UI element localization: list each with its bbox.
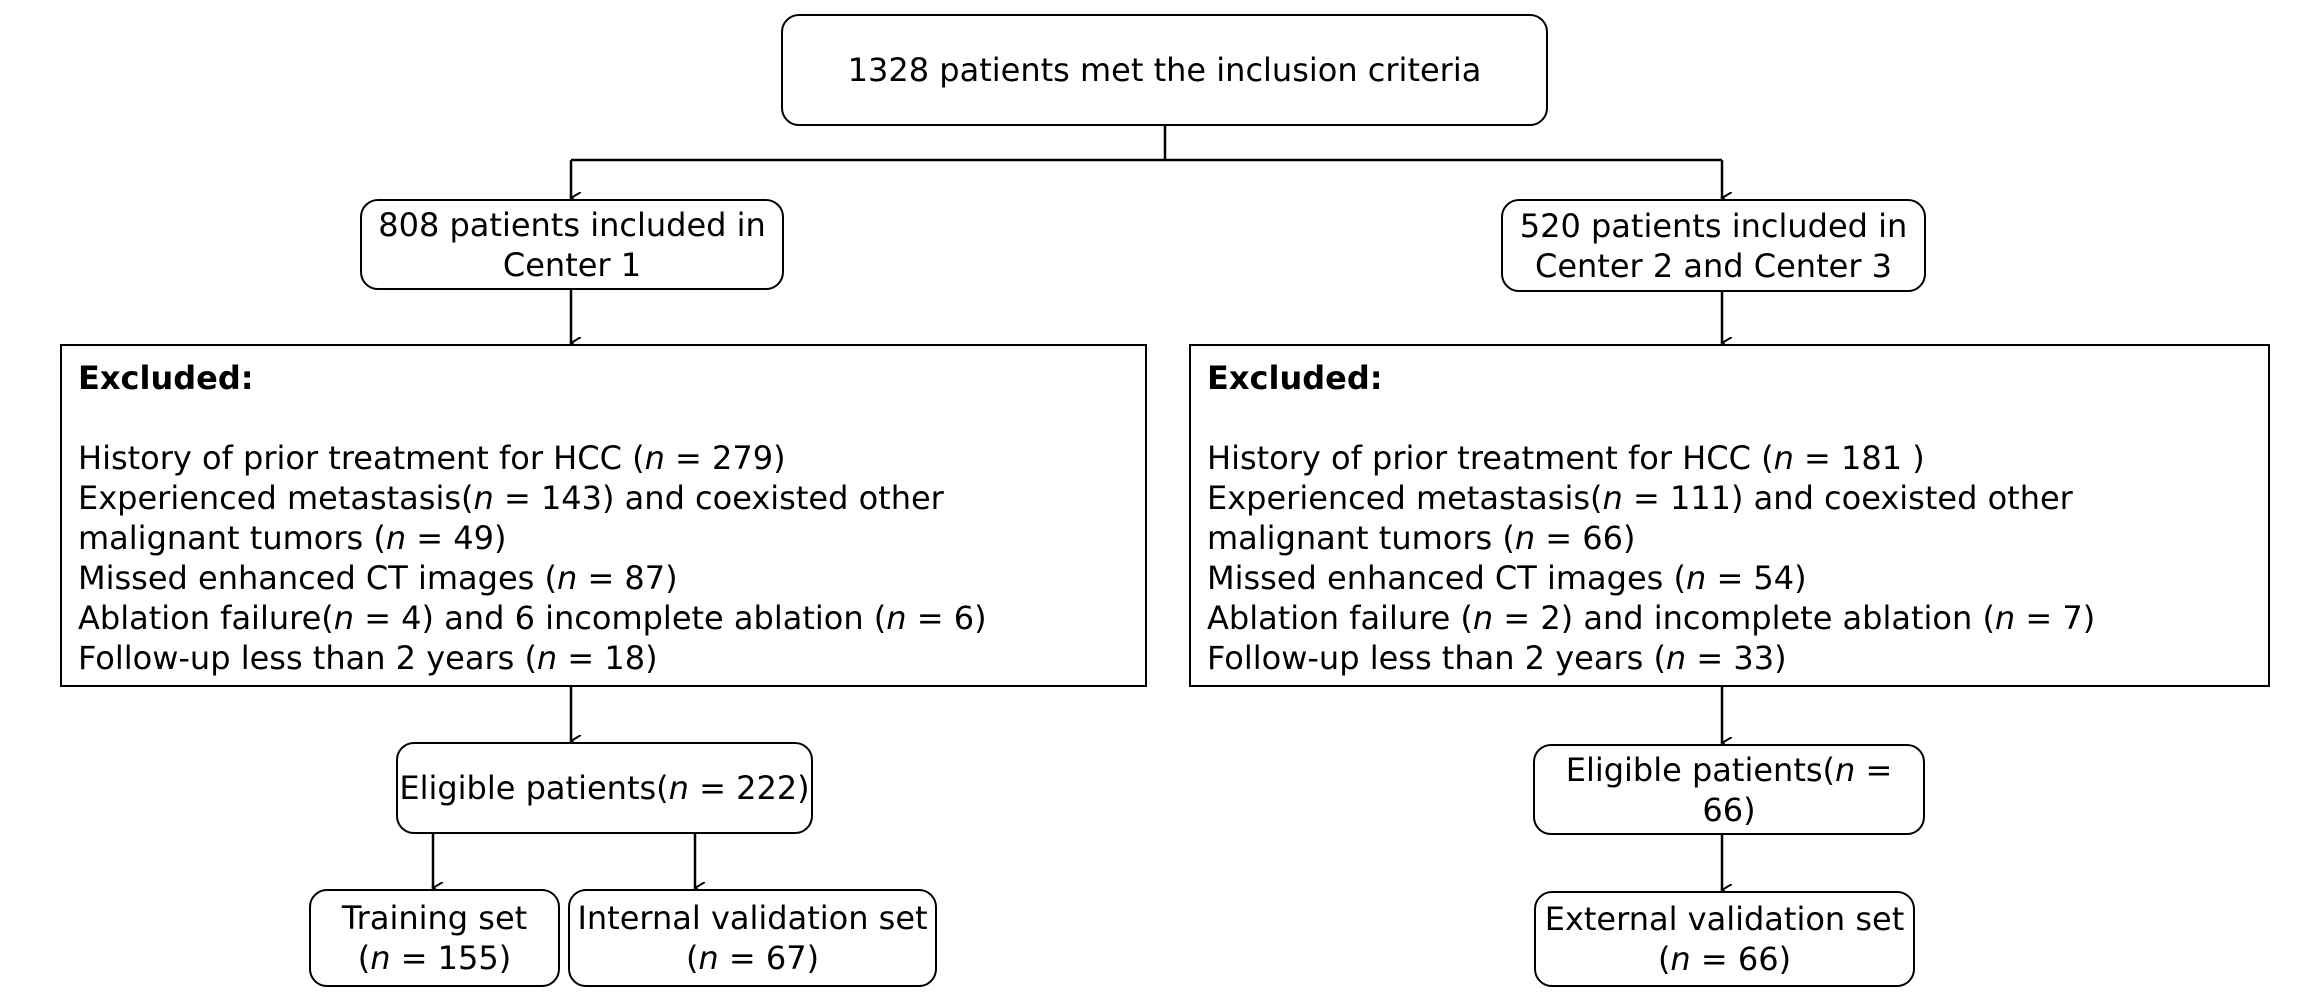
excluded-item: Experienced metastasis(n = 143) and coex… [78, 479, 944, 557]
eligible-box-right: Eligible patients(n = 66) [1533, 744, 1925, 835]
center-2-3-line2: Center 2 and Center 3 [1534, 246, 1892, 285]
training-set-count: (n = 155) [357, 939, 512, 977]
training-set-box: Training set (n = 155) [309, 889, 560, 987]
external-validation-count: (n = 66) [1657, 940, 1792, 978]
excluded-item: Ablation failure(n = 4) and 6 incomplete… [78, 599, 987, 637]
eligible-text-left: Eligible patients(n = 222) [399, 769, 810, 807]
excluded-title-left: Excluded: [78, 359, 254, 397]
eligible-box-left: Eligible patients(n = 222) [396, 742, 813, 834]
external-validation-box: External validation set (n = 66) [1534, 891, 1915, 987]
center-1-line2: Center 1 [502, 245, 642, 284]
internal-validation-box: Internal validation set (n = 67) [568, 889, 937, 987]
internal-validation-count: (n = 67) [685, 939, 820, 977]
excluded-item: Missed enhanced CT images (n = 54) [1207, 559, 1807, 597]
excluded-item: Missed enhanced CT images (n = 87) [78, 559, 678, 597]
excluded-item: History of prior treatment for HCC (n = … [78, 439, 786, 477]
center-1-box: 808 patients included in Center 1 [360, 199, 784, 290]
excluded-item: Ablation failure (n = 2) and incomplete … [1207, 599, 2096, 637]
excluded-box-right: Excluded: History of prior treatment for… [1189, 344, 2270, 687]
center-2-3-line1: 520 patients included in [1519, 206, 1908, 245]
training-set-label: Training set [341, 899, 528, 937]
external-validation-label: External validation set [1544, 900, 1905, 938]
excluded-box-left: Excluded: History of prior treatment for… [60, 344, 1147, 687]
internal-validation-label: Internal validation set [577, 899, 928, 937]
excluded-item: History of prior treatment for HCC (n = … [1207, 439, 1925, 477]
excluded-title-right: Excluded: [1207, 359, 1383, 397]
center-1-line1: 808 patients included in [378, 205, 766, 244]
excluded-item: Follow-up less than 2 years (n = 33) [1207, 639, 1787, 677]
inclusion-text: 1328 patients met the inclusion criteria [847, 51, 1482, 89]
excluded-item: Follow-up less than 2 years (n = 18) [78, 639, 658, 677]
excluded-item: Experienced metastasis(n = 111) and coex… [1207, 479, 2073, 557]
eligible-text-right: Eligible patients(n = 66) [1565, 750, 1893, 829]
center-2-3-box: 520 patients included in Center 2 and Ce… [1501, 199, 1926, 292]
inclusion-box: 1328 patients met the inclusion criteria [781, 14, 1548, 126]
